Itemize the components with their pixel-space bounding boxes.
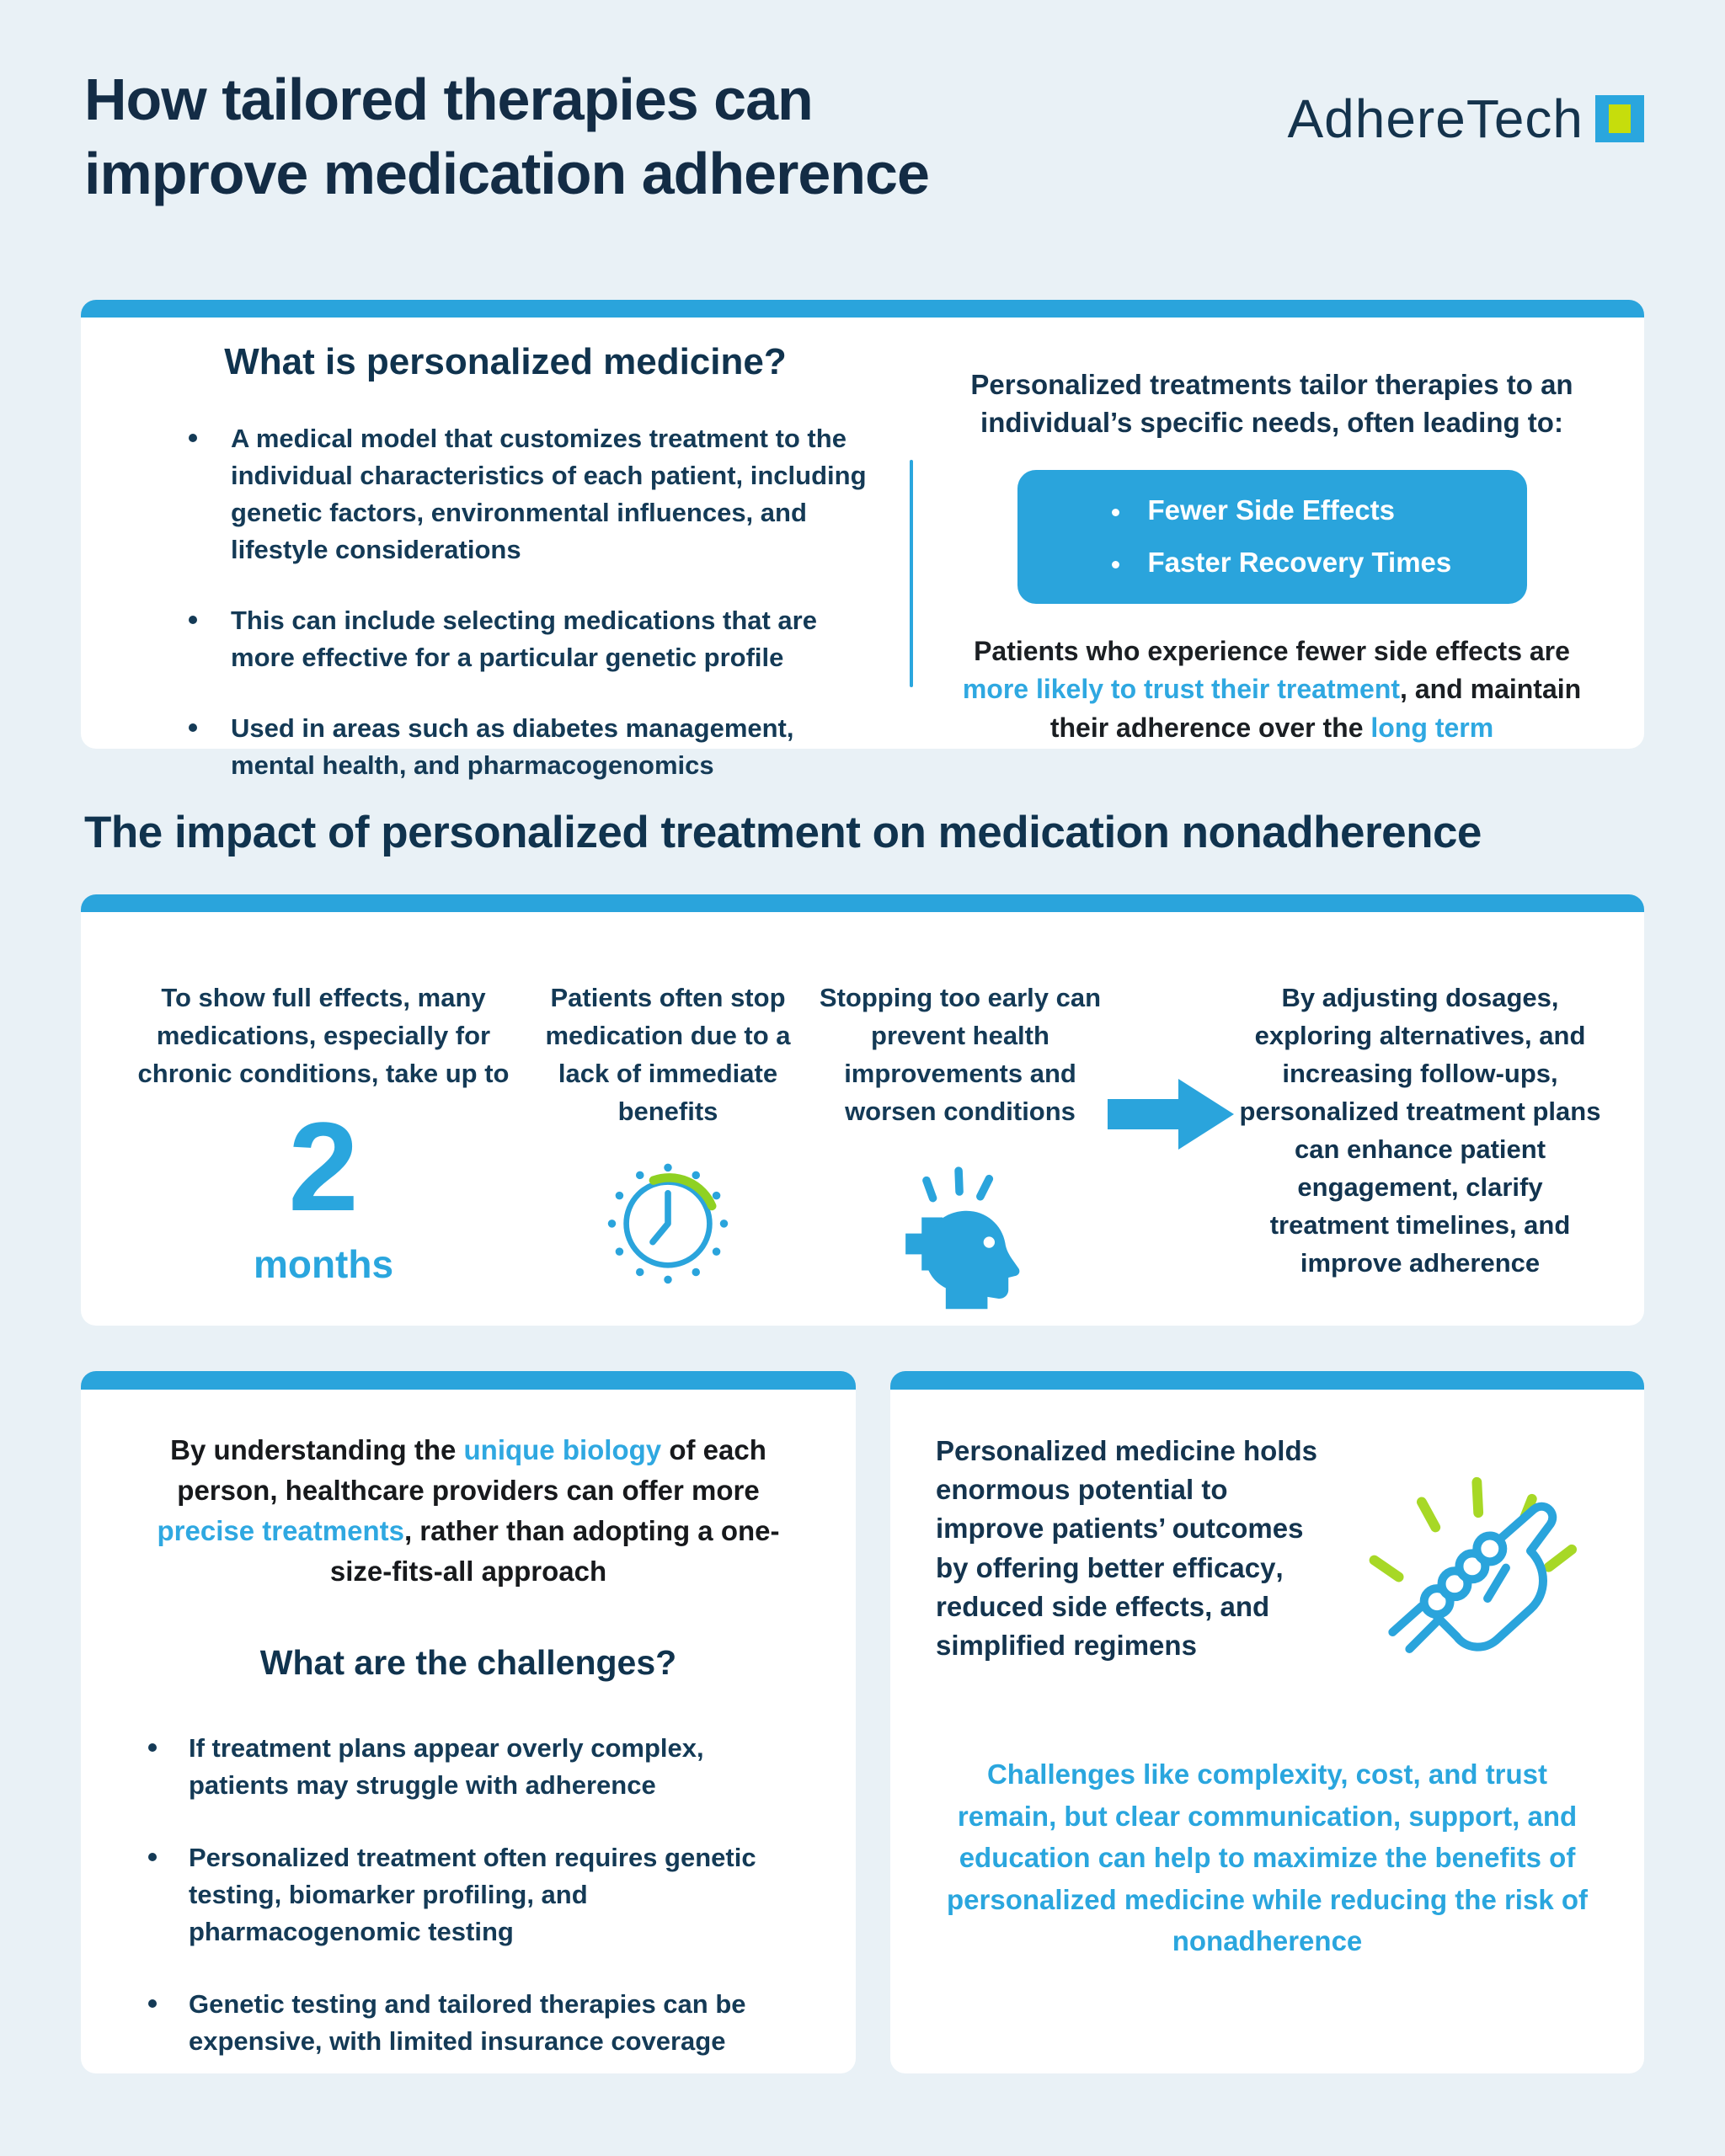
what-heading: What is personalized medicine? — [224, 341, 787, 382]
impact-col3-text: Stopping too early can prevent health im… — [819, 983, 1102, 1126]
card-body: To show full effects, many medications, … — [81, 912, 1644, 1326]
impact-column-duration: To show full effects, many medications, … — [125, 979, 522, 1326]
what-bullet-list: A medical model that customizes treatmen… — [135, 420, 876, 784]
impact-column-stopping: Patients often stop medication due to a … — [523, 979, 813, 1326]
bullet-text-part: A medical model that customizes treatmen… — [231, 424, 846, 453]
list-item: Genetic testing and tailored therapies c… — [125, 1986, 812, 2060]
challenges-heading: What are the challenges? — [259, 1643, 677, 1683]
logo-square-inner — [1609, 104, 1631, 133]
intro-text-highlight: precise treatments — [157, 1514, 404, 1546]
potential-card: Personalized medicine holds enormous pot… — [890, 1371, 1644, 2073]
card-top-bar — [81, 894, 1644, 912]
bullet-text: If treatment plans appear overly complex… — [189, 1733, 704, 1801]
stat-unit: months — [253, 1241, 394, 1286]
clock-icon — [523, 1156, 813, 1299]
potential-top-row: Personalized medicine holds enormous pot… — [936, 1432, 1599, 1700]
page-title-line1: How tailored therapies can — [84, 67, 814, 132]
bullet-text: Used in areas such as diabetes managemen… — [231, 713, 794, 781]
potential-text-bold: reduced side effects — [936, 1590, 1205, 1622]
head-plus-icon — [814, 1156, 1107, 1324]
logo-wordmark: AdhereTech — [1287, 88, 1583, 149]
bullet-dot — [148, 1999, 157, 2009]
impact-column-solution: By adjusting dosages, exploring alternat… — [1239, 983, 1601, 1278]
bullet-dot — [189, 434, 197, 442]
bullet-text: A medical model that customizes treatmen… — [231, 420, 876, 568]
benefit-text: Faster Recovery Times — [1147, 547, 1452, 579]
potential-text-bold: simplified regimens — [936, 1629, 1197, 1661]
logo-square-icon — [1595, 95, 1644, 142]
intro-text-part: By understanding the — [170, 1434, 464, 1465]
right-arrow-icon — [1108, 1079, 1234, 1154]
card-top-bar — [81, 1371, 856, 1390]
challenges-card: By understanding the unique biology of e… — [81, 1371, 856, 2073]
bullet-text: Personalized treatment often requires ge… — [189, 1843, 756, 1947]
impact-col1-text: To show full effects, many medications, … — [137, 983, 510, 1088]
card-top-bar — [890, 1371, 1644, 1390]
benefits-blue-box: Fewer Side Effects Faster Recovery Times — [1017, 470, 1527, 604]
list-item: Used in areas such as diabetes managemen… — [135, 710, 876, 784]
outro-text-part: Patients who experience fewer side effec… — [974, 635, 1570, 666]
card-body: By understanding the unique biology of e… — [81, 1390, 856, 2073]
potential-text-part: , — [1275, 1551, 1284, 1583]
stat-number: 2 — [288, 1095, 359, 1237]
what-is-personalized-medicine-card: What is personalized medicine? A medical… — [81, 300, 1644, 780]
outro-text-highlight: long term — [1370, 712, 1494, 743]
potential-text-part: , and — [1204, 1590, 1270, 1622]
outro-text-part: , and maintain their adherence over the — [1049, 674, 1582, 743]
impact-col2-text: Patients often stop medication due to a … — [545, 983, 791, 1126]
benefit-text: Fewer Side Effects — [1147, 494, 1395, 526]
vertical-divider — [910, 460, 913, 687]
list-item: Personalized treatment often requires ge… — [125, 1839, 812, 1951]
list-item: This can include selecting medications t… — [135, 602, 876, 676]
potential-text-bold: better efficacy — [1087, 1551, 1276, 1583]
potential-paragraph: Personalized medicine holds enormous pot… — [936, 1432, 1336, 1700]
bullet-text: Genetic testing and tailored therapies c… — [189, 1989, 746, 2057]
bullet-dot — [1111, 509, 1119, 517]
what-right-column: Personalized treatments tailor therapies… — [913, 318, 1644, 749]
impact-card: To show full effects, many medications, … — [81, 894, 1644, 1326]
page-title: How tailored therapies can improve medic… — [84, 62, 930, 211]
list-item: A medical model that customizes treatmen… — [135, 420, 876, 568]
right-intro-text: Personalized treatments tailor therapies… — [970, 369, 1573, 438]
potential-text-part: Personalized medicine holds enormous pot… — [936, 1435, 1317, 1583]
card-body: Personalized medicine holds enormous pot… — [890, 1390, 1644, 2073]
bullet-dot — [189, 723, 197, 733]
bullet-dot — [148, 1853, 157, 1862]
list-item: Faster Recovery Times — [1111, 547, 1510, 579]
challenges-intro: By understanding the unique biology of e… — [136, 1430, 801, 1591]
bullet-dot — [148, 1743, 157, 1753]
right-outro-text: Patients who experience fewer side effec… — [948, 632, 1596, 747]
impact-section-title: The impact of personalized treatment on … — [84, 808, 1482, 857]
bullet-text-bold: individual characteristics — [231, 461, 545, 491]
bullet-dot — [189, 616, 197, 625]
handshake-icon — [1344, 1432, 1599, 1700]
what-left-column: What is personalized medicine? A medical… — [81, 318, 910, 780]
intro-text-part: of each person, healthcare providers can… — [177, 1434, 766, 1506]
list-item: If treatment plans appear overly complex… — [125, 1730, 812, 1804]
impact-column-worsening: Stopping too early can prevent health im… — [814, 979, 1107, 1326]
list-item: Fewer Side Effects — [1111, 494, 1510, 526]
outro-text-highlight: more likely to trust their treatment — [962, 674, 1401, 705]
adheretech-logo: AdhereTech — [1287, 88, 1644, 150]
intro-text-part: , rather than adopting a one-size-fits-a… — [329, 1514, 780, 1587]
card-body: What is personalized medicine? A medical… — [81, 318, 1644, 780]
card-top-bar — [81, 300, 1644, 318]
bullet-text: This can include selecting medications t… — [231, 606, 817, 673]
bullet-dot — [1111, 561, 1119, 569]
bullet-text-part: of each patient, including genetic facto… — [231, 461, 867, 565]
potential-blue-paragraph: Challenges like complexity, cost, and tr… — [946, 1758, 1588, 1956]
page-title-line2: improve medication adherence — [84, 141, 930, 207]
intro-text-highlight: unique biology — [463, 1434, 662, 1465]
challenges-bullet-list: If treatment plans appear overly complex… — [125, 1730, 812, 2060]
